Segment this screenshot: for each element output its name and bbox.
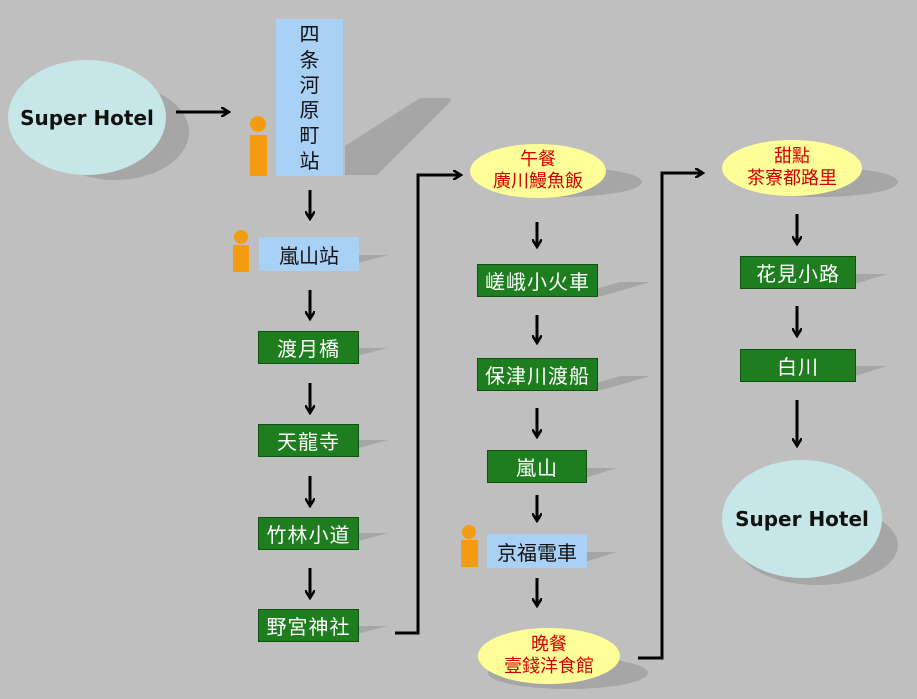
- end-hotel-node: Super Hotel: [722, 460, 882, 578]
- stop-label: 天龍寺: [277, 430, 340, 454]
- stop-node: 保津川渡船: [477, 358, 598, 391]
- start-hotel-node: Super Hotel: [8, 60, 166, 175]
- station-char: 原: [299, 98, 320, 123]
- stop-label: 嵯峨小火車: [485, 270, 590, 294]
- station-label: 京福電車: [497, 540, 577, 565]
- connector-arrow-icon: [395, 175, 460, 635]
- lunch-title: 午餐: [520, 148, 556, 170]
- dessert-title: 甜點: [774, 145, 810, 167]
- person-icon: [233, 230, 249, 272]
- stop-label: 嵐山: [516, 456, 558, 480]
- station-keifuku: 京福電車: [487, 534, 587, 568]
- station-label: 嵐山站: [279, 243, 339, 268]
- stop-node: 白川: [740, 349, 856, 382]
- station-arashiyama: 嵐山站: [259, 237, 359, 271]
- stop-node: 竹林小道: [258, 517, 359, 550]
- stop-label: 白川: [777, 355, 819, 379]
- station-char: 河: [299, 72, 320, 97]
- dinner-title: 晚餐: [531, 633, 567, 655]
- stop-node: 天龍寺: [258, 424, 359, 457]
- station-char: 条: [299, 47, 320, 72]
- stop-label: 花見小路: [756, 262, 840, 286]
- stop-label: 竹林小道: [266, 523, 351, 547]
- stop-label: 野宮神社: [266, 615, 351, 639]
- marker-layer: [233, 116, 478, 567]
- lunch-node: 午餐 廣川鰻魚飯: [470, 144, 606, 198]
- lunch-restaurant: 廣川鰻魚飯: [493, 171, 583, 192]
- stop-node: 嵯峨小火車: [477, 264, 598, 297]
- stop-label: 渡月橋: [277, 337, 340, 361]
- stop-node: 渡月橋: [258, 331, 359, 364]
- stop-label: 保津川渡船: [485, 364, 590, 388]
- person-icon: [250, 116, 267, 176]
- station-char: 四: [299, 22, 320, 47]
- station-char: 站: [299, 148, 320, 173]
- station-shijo-kawaramachi: 四 条 河 原 町 站: [276, 19, 343, 176]
- person-icon: [461, 525, 478, 567]
- dessert-node: 甜點 茶寮都路里: [722, 140, 862, 196]
- stop-node: 野宮神社: [258, 609, 359, 642]
- end-hotel-label: Super Hotel: [735, 507, 869, 531]
- dinner-node: 晚餐 壹錢洋食館: [478, 628, 620, 684]
- station-char: 町: [299, 123, 320, 148]
- dessert-shop: 茶寮都路里: [747, 168, 837, 189]
- stop-node: 嵐山: [487, 450, 587, 483]
- connector-arrow-icon: [638, 173, 702, 660]
- start-hotel-label: Super Hotel: [20, 105, 154, 130]
- dinner-restaurant: 壹錢洋食館: [504, 656, 594, 677]
- stop-node: 花見小路: [740, 256, 856, 289]
- arrow-layer: [176, 112, 797, 660]
